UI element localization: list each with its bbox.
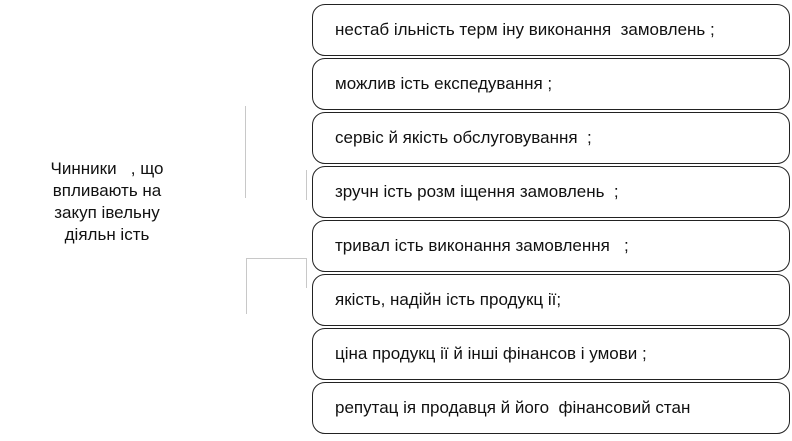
factor-box-seller-reputation: репутац ія продавця й його фінансовий ст…	[312, 382, 790, 434]
factors-heading: Чинники , що впливають на закуп івельну …	[22, 158, 192, 246]
connector-line-right-upper	[306, 170, 307, 200]
factor-box-expediting: можлив ість експедування ;	[312, 58, 790, 110]
factor-box-product-quality: якість, надійн ість продукц ії;	[312, 274, 790, 326]
factors-heading-line-3: закуп івельну	[54, 203, 160, 222]
connector-line-upper-vertical	[245, 106, 246, 198]
factor-box-order-convenience: зручн ість розм іщення замовлень ;	[312, 166, 790, 218]
factors-heading-line-2: впливають на	[52, 181, 162, 200]
factor-box-term-instability: нестаб ільність терм іну виконання замов…	[312, 4, 790, 56]
connector-line-lower-vertical	[246, 258, 247, 314]
factor-box-service-quality: сервіс й якість обслуговування ;	[312, 112, 790, 164]
factor-box-price-terms: ціна продукц ії й інші фінансов і умови …	[312, 328, 790, 380]
factors-heading-line-4: діяльн ість	[64, 225, 150, 244]
connector-line-lower-horizontal	[246, 258, 306, 259]
factor-list: нестаб ільність терм іну виконання замов…	[312, 4, 790, 436]
connector-line-right-lower	[306, 258, 307, 288]
factor-box-order-duration: тривал ість виконання замовлення ;	[312, 220, 790, 272]
factors-heading-line-1: Чинники , що	[50, 159, 164, 178]
